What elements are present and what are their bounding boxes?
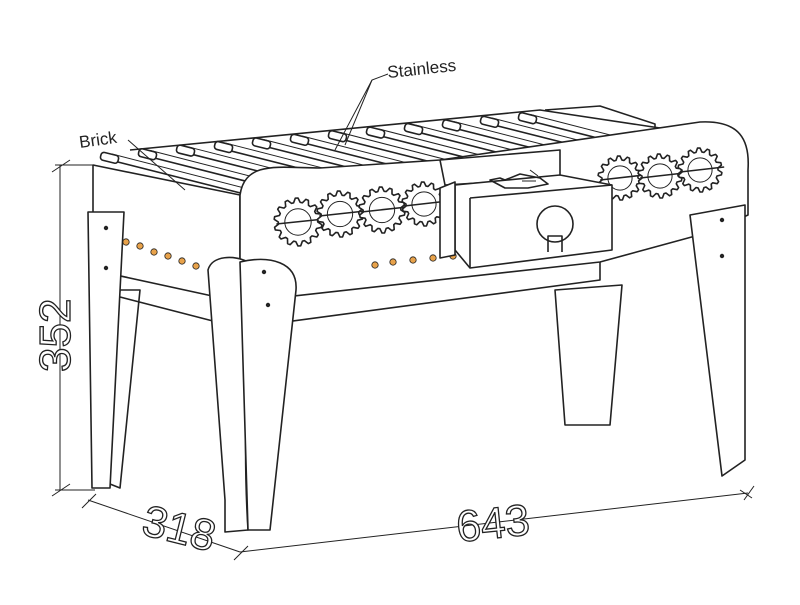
front-legs [87, 204, 746, 533]
screw-dot [261, 269, 267, 275]
gear [273, 197, 325, 247]
gear [316, 190, 366, 238]
gear [358, 186, 408, 234]
brick-label: Brick [78, 128, 119, 152]
screw-dot [719, 253, 725, 259]
screw-dot [103, 265, 109, 271]
vent-hole [178, 257, 186, 265]
height-dimension: 352 [31, 299, 80, 372]
gear-group [273, 147, 725, 247]
gear [637, 153, 685, 199]
screw-dot [103, 225, 109, 231]
vent-hole [192, 262, 200, 270]
back-legs [99, 284, 623, 489]
screw-dot [719, 217, 725, 223]
vent-hole [136, 242, 144, 250]
stainless-label: Stainless [386, 56, 457, 82]
vent-hole [164, 252, 172, 260]
dimension-lines [51, 159, 755, 561]
screw-dot [265, 302, 271, 308]
vent-hole [371, 261, 379, 269]
motor-box [439, 149, 613, 269]
skewer [99, 151, 261, 199]
vent-holes [122, 238, 457, 270]
gear [677, 147, 725, 193]
depth-dimension: 318 [138, 496, 221, 561]
vent-hole [409, 256, 417, 264]
width-dimension: 643 [454, 496, 532, 552]
vent-hole [122, 238, 130, 246]
leg-screws [103, 217, 725, 308]
vent-hole [389, 258, 397, 266]
vent-hole [150, 248, 158, 256]
vent-hole [429, 254, 437, 262]
leader-lines [127, 73, 389, 191]
